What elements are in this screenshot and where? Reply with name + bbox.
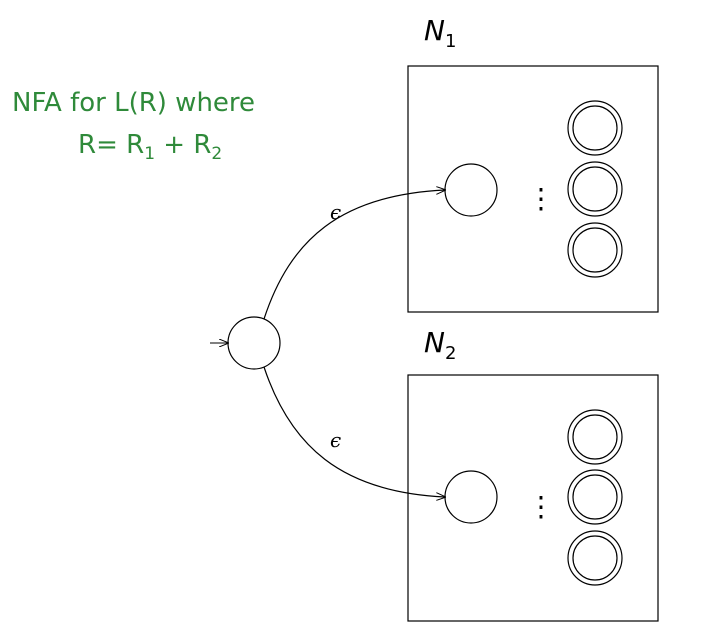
n2-accept-state-1 <box>567 409 623 465</box>
n2-start-state <box>444 470 498 524</box>
n2-accept-state-3 <box>567 530 623 586</box>
n2-accept-state-2 <box>567 469 623 525</box>
caption-sub-2: 2 <box>211 144 223 164</box>
machine-label-n2-main: N <box>424 326 445 359</box>
machine-label-n1-sub: 1 <box>444 31 457 52</box>
machine-label-n1: N1 <box>424 14 456 52</box>
n2-ellipsis: ⋮ <box>527 490 555 523</box>
epsilon-transition-upper <box>263 190 445 320</box>
n1-accept-state-2 <box>567 161 623 217</box>
n1-accept-state-3 <box>567 222 623 278</box>
epsilon-label-upper: ϵ <box>330 200 342 224</box>
n1-start-state <box>444 163 498 217</box>
start-state <box>227 316 281 370</box>
machine-label-n2-sub: 2 <box>444 343 457 364</box>
n1-ellipsis: ⋮ <box>527 182 555 215</box>
caption-sub-1: 1 <box>144 144 156 164</box>
machine-box-n1 <box>407 65 659 313</box>
epsilon-label-lower: ϵ <box>330 428 342 452</box>
caption-r-prefix: R= R <box>78 130 145 160</box>
machine-label-n2: N2 <box>424 326 456 364</box>
caption-line-2: R= R1 + R2 <box>78 130 222 164</box>
n1-accept-state-1 <box>567 100 623 156</box>
machine-label-n1-main: N <box>424 14 445 47</box>
caption-mid: + R <box>155 130 212 160</box>
machine-box-n2 <box>407 374 659 622</box>
caption-line-1: NFA for L(R) where <box>12 88 256 118</box>
epsilon-transition-lower <box>263 366 445 497</box>
